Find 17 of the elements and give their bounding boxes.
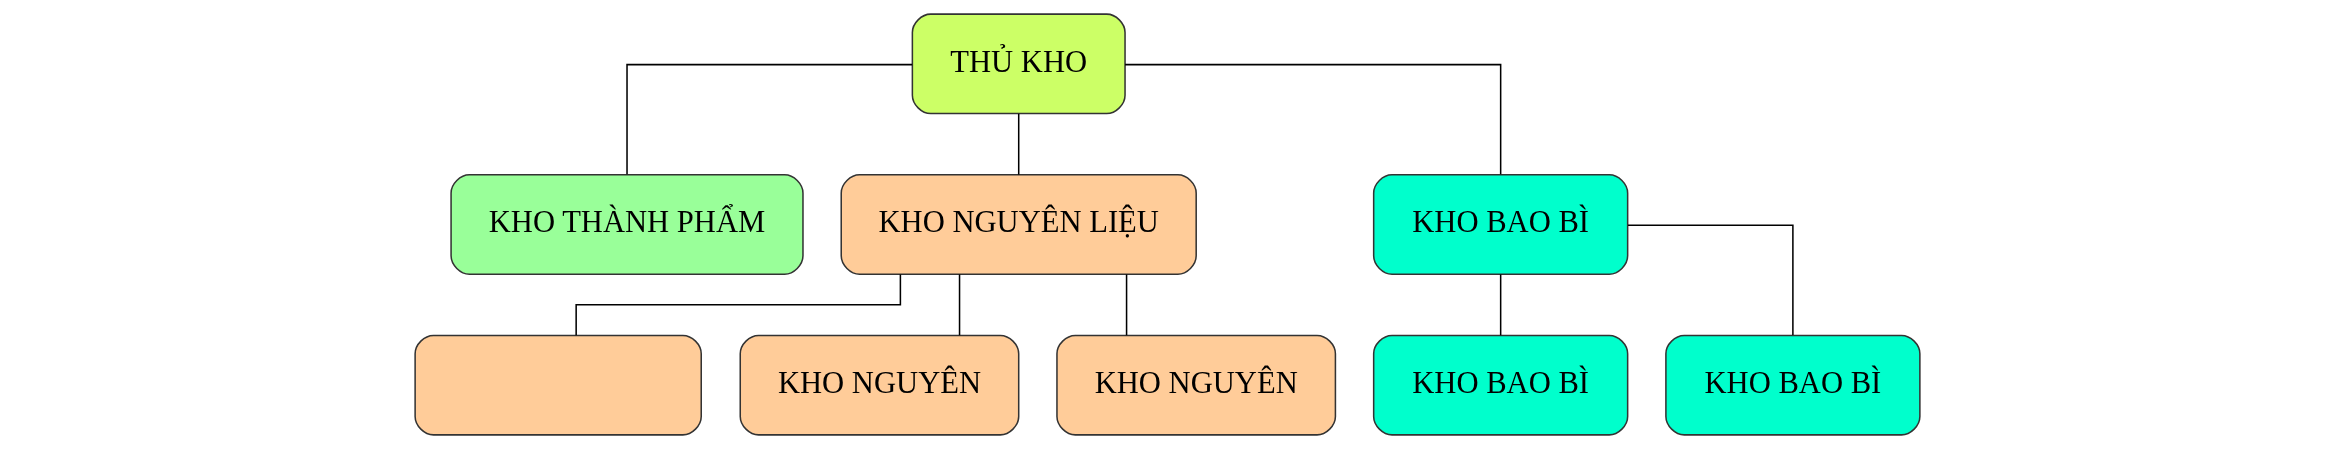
node-box: KHO NGUYÊN [739,334,1019,436]
node-box: KHO BAO BÌ [1372,174,1628,275]
node-box: KHO THÀNH PHẨM [449,174,804,275]
connector [1626,224,1794,336]
connector [1499,273,1501,336]
node-box: KHO NGUYÊN LIỆU [839,174,1197,275]
connector [1017,113,1019,176]
connector [1125,273,1127,336]
node-box: THỦ KHO [911,13,1126,115]
connector [574,273,901,336]
connector [958,273,960,336]
connector [1123,63,1501,176]
node-box: KHO BAO BÌ [1372,334,1628,436]
node-box [413,334,702,436]
connector [625,63,913,176]
node-box: KHO BAO BÌ [1664,334,1921,436]
node-box: KHO NGUYÊN [1055,334,1336,436]
